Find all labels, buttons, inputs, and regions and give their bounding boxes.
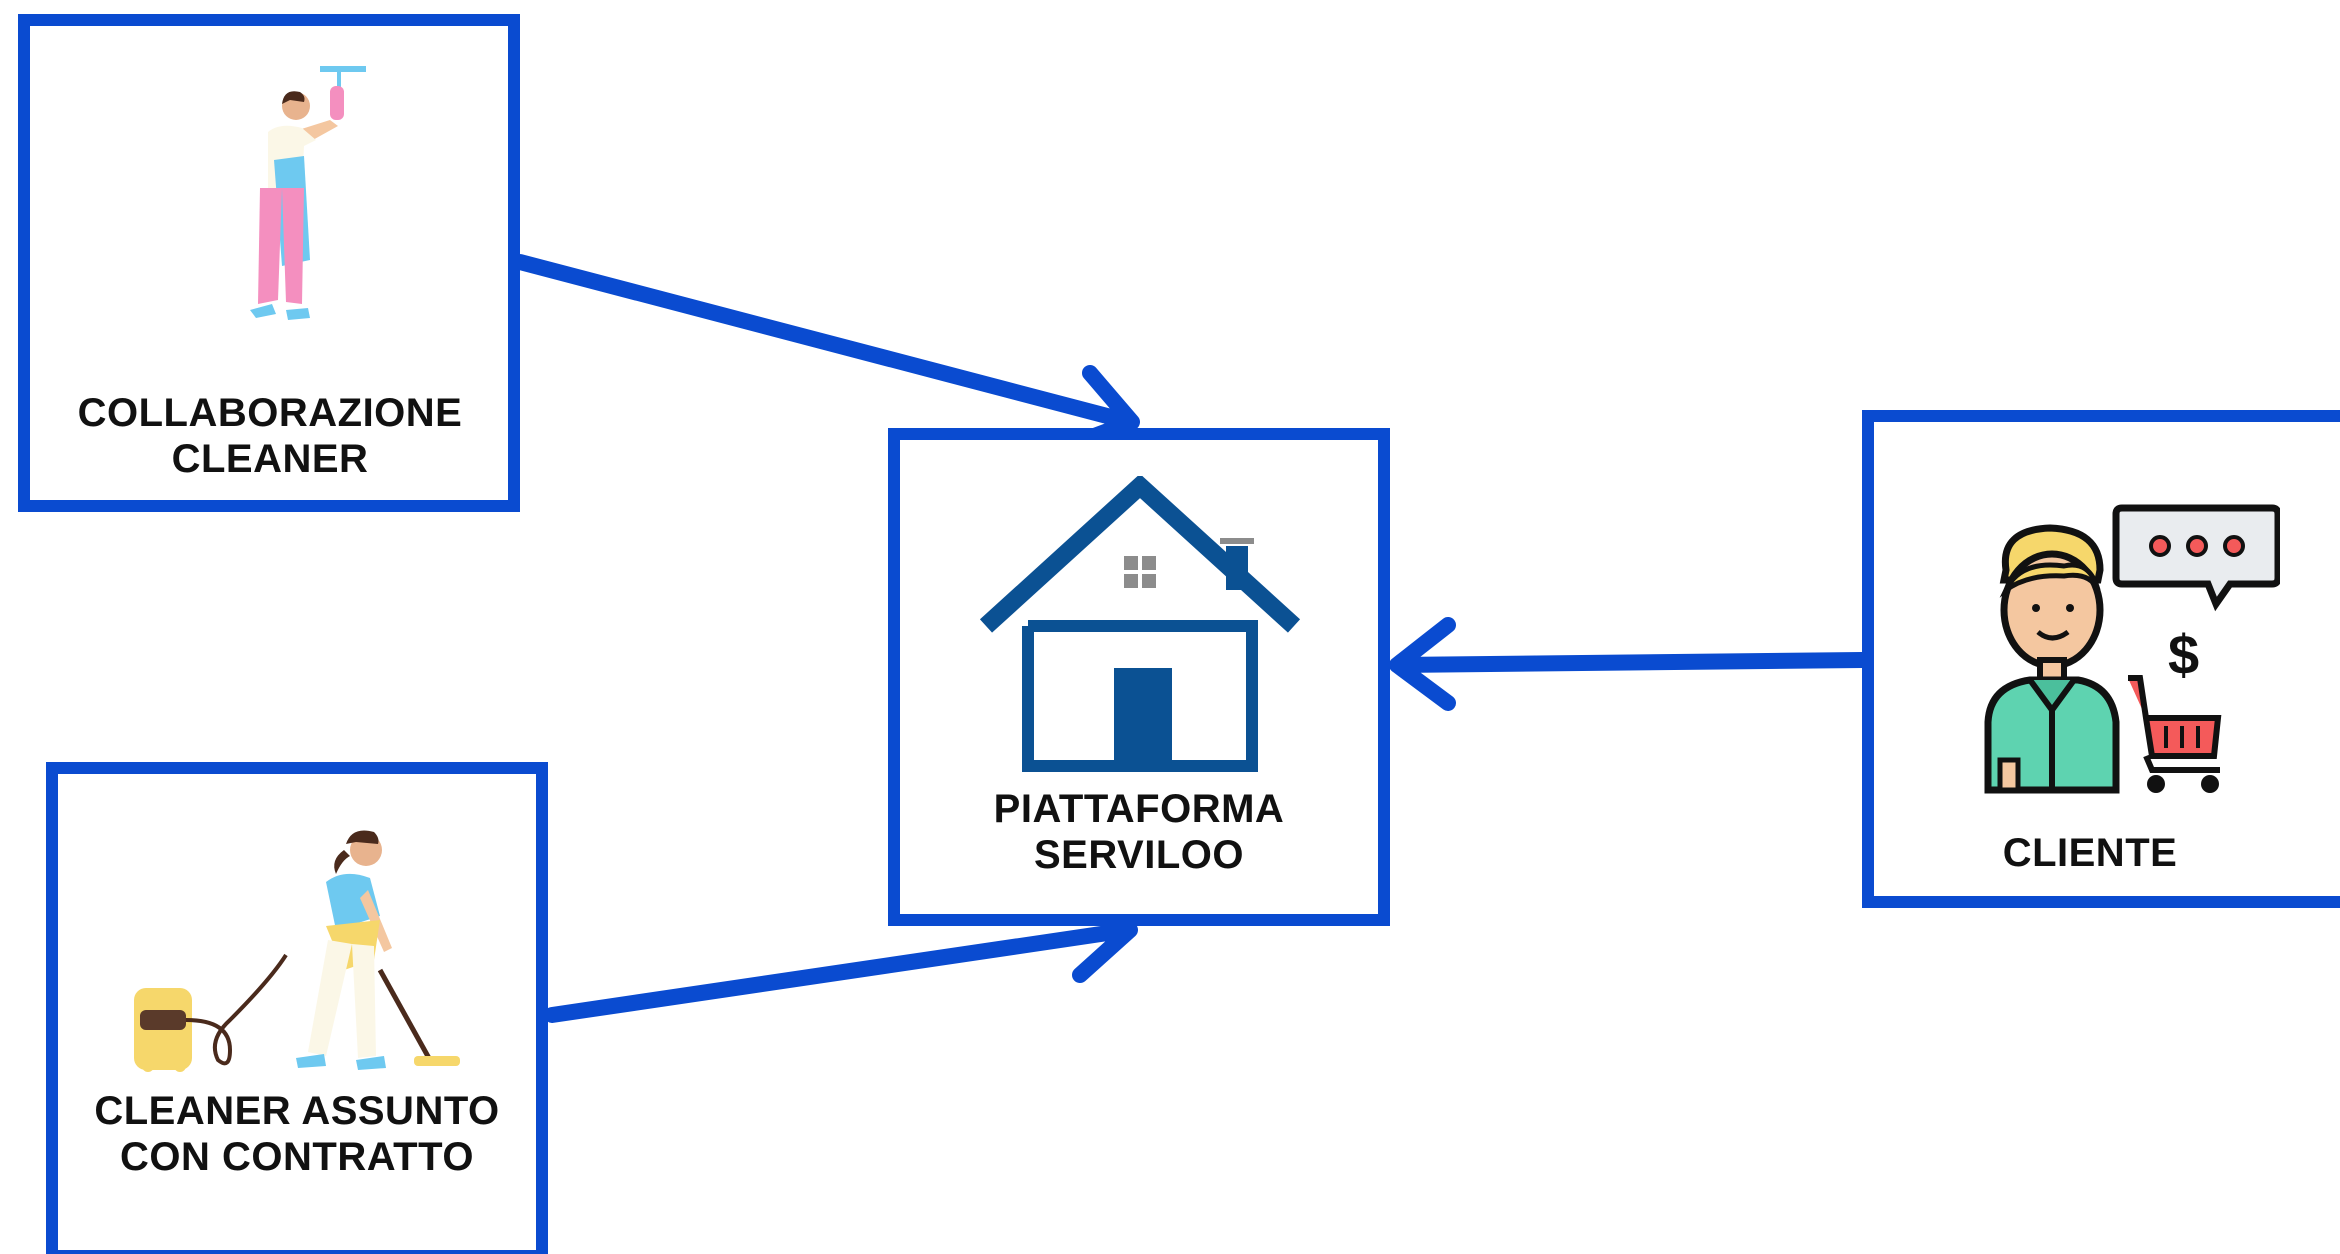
vacuum-cleaner-person-icon	[134, 830, 460, 1072]
window-cleaner-icon	[250, 66, 366, 320]
arrow-collaborazione-to-piattaforma	[512, 254, 1140, 453]
label-cliente: CLIENTE	[1960, 830, 2220, 876]
label-collaborazione-cleaner: COLLABORAZIONE CLEANER	[40, 390, 500, 482]
label-line-2: CON CONTRATTO	[120, 1135, 474, 1179]
svg-text:$: $	[2168, 623, 2199, 686]
label-line-1: PIATTAFORMA	[993, 787, 1285, 831]
label-piattaforma-serviloo: PIATTAFORMA SERVILOO	[908, 786, 1370, 878]
node-cleaner-assunto	[46, 762, 548, 1254]
label-line-1: COLLABORAZIONE	[77, 391, 463, 435]
node-cliente	[1862, 410, 2340, 908]
label-cleaner-assunto: CLEANER ASSUNTO CON CONTRATTO	[66, 1088, 528, 1180]
house-icon	[980, 476, 1300, 772]
node-collaborazione-cleaner	[18, 14, 520, 512]
customer-shopping-icon: $	[1984, 504, 2280, 794]
label-line-1: CLIENTE	[2002, 831, 2178, 875]
arrow-cliente-to-piattaforma	[1389, 617, 1870, 711]
label-line-2: SERVILOO	[1034, 833, 1244, 877]
label-line-1: CLEANER ASSUNTO	[94, 1089, 500, 1133]
label-line-2: CLEANER	[171, 437, 369, 481]
